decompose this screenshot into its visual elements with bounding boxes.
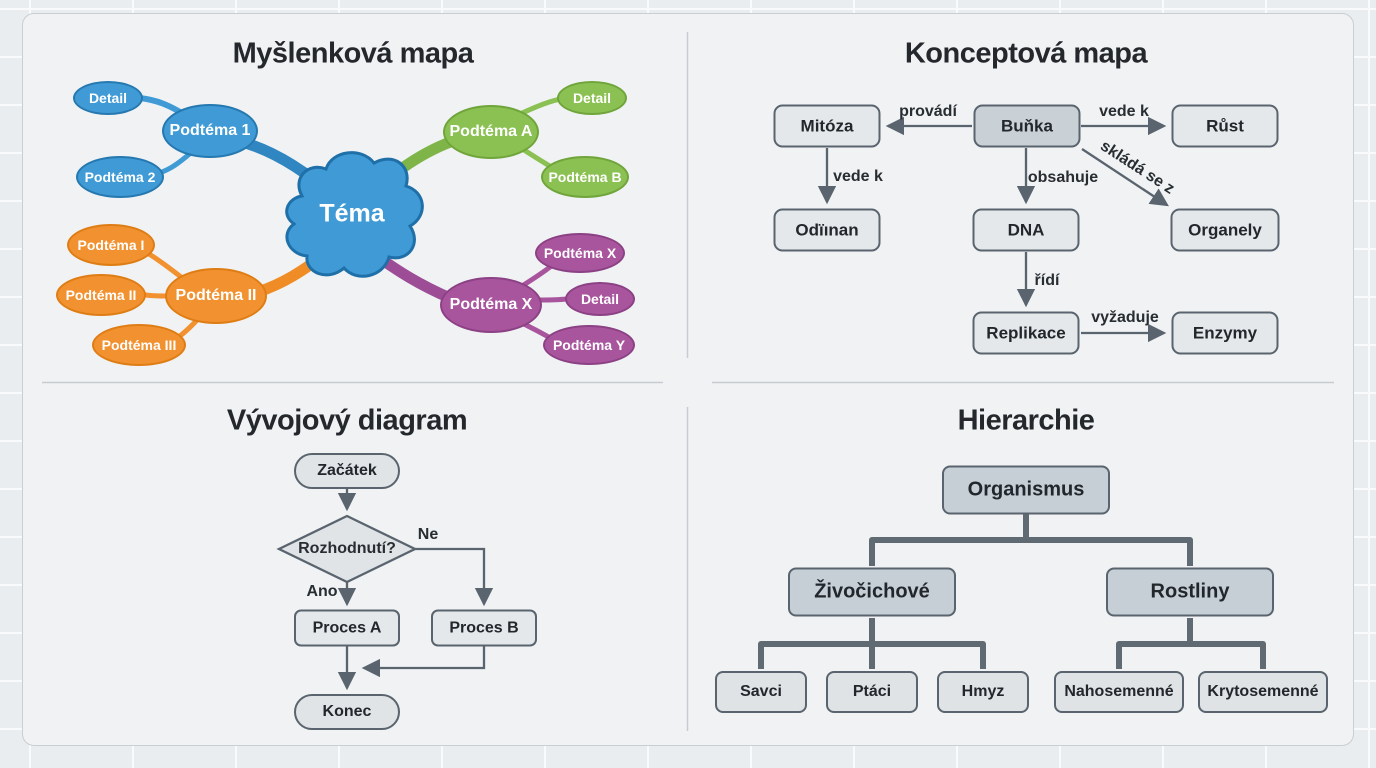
flowchart-arrows bbox=[337, 489, 494, 691]
hier-node-krytosemenne: Krytosemenné bbox=[1198, 671, 1328, 713]
concept-node-odiinan: Odïınan bbox=[773, 208, 881, 252]
concept-node-dna: DNA bbox=[972, 208, 1080, 252]
mindmap-node-green-main: Podtéma A bbox=[443, 105, 539, 159]
mindmap-node-purple-detail: Detail bbox=[565, 282, 635, 316]
concept-edge-provadi: provádí bbox=[899, 103, 957, 120]
mindmap-node-orange-sub2: Podtéma II bbox=[56, 274, 146, 316]
quadrant-dividers bbox=[42, 32, 1334, 731]
concept-edge-ridi: řídí bbox=[1034, 272, 1060, 289]
hier-node-savci: Savci bbox=[715, 671, 807, 713]
hierarchy-title: Hierarchie bbox=[957, 404, 1095, 437]
mindmap-node-purple-subX: Podtéma X bbox=[535, 233, 625, 273]
flow-label-ano: Ano bbox=[306, 583, 338, 600]
concept-node-rust: Růst bbox=[1171, 104, 1279, 148]
concept-node-mitoza: Mitóza bbox=[773, 104, 881, 148]
concept-edge-vede-k-2: vede k bbox=[833, 168, 883, 185]
flowchart-title: Vývojový diagram bbox=[226, 404, 468, 437]
hier-node-nahosemenne: Nahosemenné bbox=[1054, 671, 1184, 713]
tema-cloud-shape bbox=[285, 151, 424, 278]
hier-node-organismus: Organismus bbox=[942, 465, 1110, 515]
mindmap-node-tema: Téma bbox=[319, 199, 385, 228]
concept-node-bunka: Buňka bbox=[973, 104, 1081, 148]
mindmap-node-purple-subY: Podtéma Y bbox=[543, 325, 635, 365]
mindmap-node-orange-sub3: Podtéma III bbox=[92, 324, 186, 366]
concept-edge-obsahuje: obsahuje bbox=[1027, 169, 1099, 186]
flow-node-decision: Rozhodnutí? bbox=[298, 540, 396, 557]
flow-label-ne: Ne bbox=[417, 526, 439, 543]
mindmap-node-blue-detail: Detail bbox=[73, 81, 143, 115]
flow-node-end: Konec bbox=[294, 694, 400, 730]
flow-node-proces-b: Proces B bbox=[431, 609, 537, 647]
decision-diamond-shape bbox=[276, 514, 418, 584]
hier-node-hmyz: Hmyz bbox=[937, 671, 1029, 713]
flow-node-start: Začátek bbox=[294, 453, 400, 489]
hier-node-ptaci: Ptáci bbox=[826, 671, 918, 713]
concept-node-enzymy: Enzymy bbox=[1171, 311, 1279, 355]
mindmap-node-green-subB: Podtéma B bbox=[541, 156, 629, 198]
mindmap-node-orange-sub1: Podtéma I bbox=[67, 224, 155, 266]
concept-node-replikace: Replikace bbox=[972, 311, 1080, 355]
mindmap-node-blue-sub2: Podtéma 2 bbox=[76, 156, 164, 198]
mindmap-node-green-detail: Detail bbox=[557, 81, 627, 115]
mindmap-node-blue-main: Podtéma 1 bbox=[162, 104, 258, 158]
concept-node-organely: Organely bbox=[1170, 208, 1280, 252]
flow-node-proces-a: Proces A bbox=[294, 609, 400, 647]
concept-edge-vyzaduje: vyžaduje bbox=[1091, 309, 1159, 326]
mindmap-node-orange-main: Podtéma II bbox=[165, 268, 267, 324]
conceptmap-title: Konceptová mapa bbox=[904, 37, 1148, 70]
hier-node-rostliny: Rostliny bbox=[1106, 567, 1274, 617]
concept-edge-vede-k-1: vede k bbox=[1099, 103, 1149, 120]
mindmap-title: Myšlenková mapa bbox=[232, 37, 474, 70]
conceptmap-arrows bbox=[817, 116, 1169, 343]
hierarchy-connectors bbox=[758, 514, 1266, 669]
mindmap-node-purple-main: Podtéma X bbox=[440, 277, 542, 333]
hier-node-zivocichove: Živočichové bbox=[788, 567, 956, 617]
